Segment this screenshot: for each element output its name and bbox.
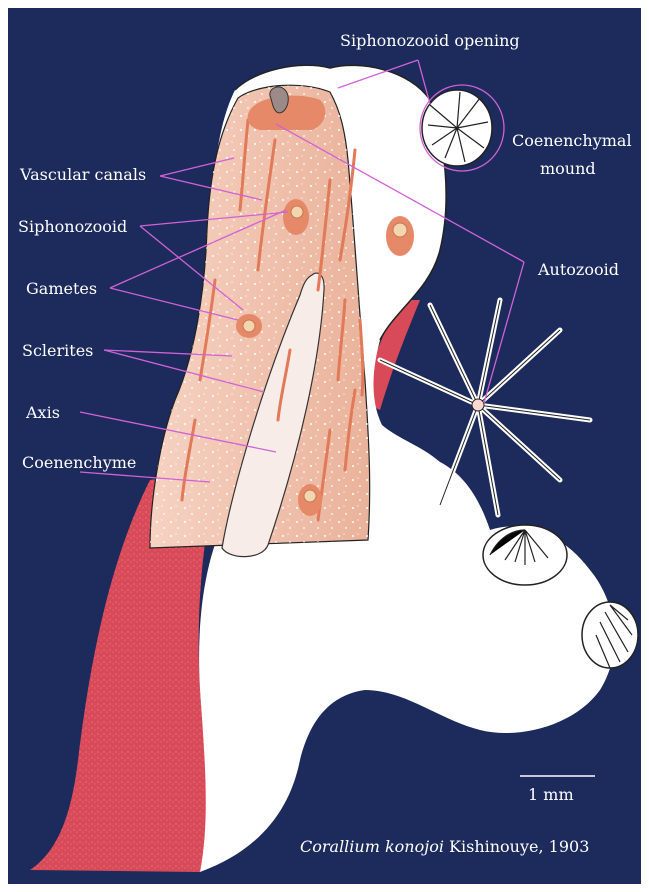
siphonozooid-1 — [283, 199, 309, 235]
coenenchymal-mound-lower — [582, 602, 638, 668]
label-vascular-canals: Vascular canals — [19, 165, 146, 184]
autozooid-mouth — [472, 399, 484, 411]
label-axis: Axis — [25, 403, 60, 422]
scale-bar-label: 1 mm — [528, 785, 574, 804]
species-caption: Corallium konojoi Kishinouye, 1903 — [300, 837, 589, 856]
label-sclerites: Sclerites — [22, 341, 93, 360]
coenenchymal-mound-middle — [483, 525, 567, 585]
label-autozooid: Autozooid — [537, 260, 619, 279]
coenenchymal-mound-upper — [422, 90, 492, 166]
label-mound: mound — [540, 159, 596, 178]
label-siphonozooid-opening: Siphonozooid opening — [340, 31, 520, 50]
species-authority: Kishinouye, 1903 — [444, 837, 589, 856]
gamete — [236, 314, 262, 338]
label-gametes: Gametes — [26, 279, 97, 298]
label-coenenchyme: Coenenchyme — [22, 453, 136, 472]
species-name: Corallium konojoi — [300, 837, 444, 856]
siphonozooid-3 — [298, 484, 322, 516]
siphonozooid-2 — [386, 216, 414, 256]
label-coenenchymal: Coenenchymal — [512, 131, 632, 150]
label-siphonozooid: Siphonozooid — [18, 217, 127, 236]
